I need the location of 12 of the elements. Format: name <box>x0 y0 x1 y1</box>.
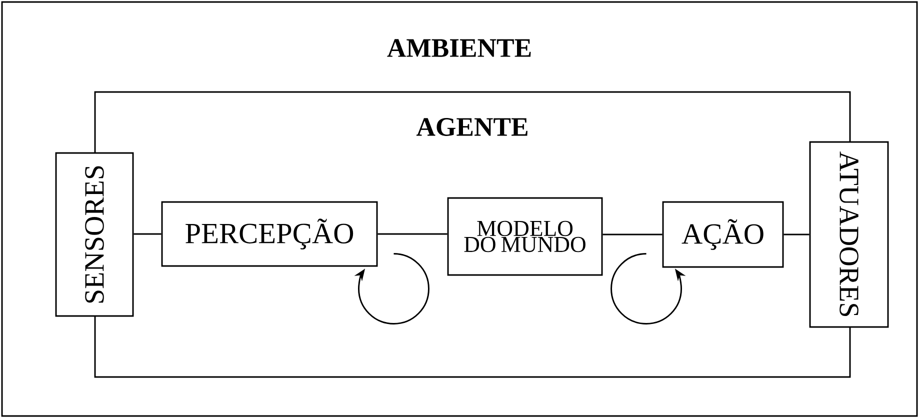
connector-line <box>784 234 810 236</box>
process-box: AÇÃO <box>662 201 784 268</box>
process-box: MODELO DO MUNDO <box>447 197 603 276</box>
process-box: PERCEPÇÃO <box>161 201 378 267</box>
process-box: SENSORES <box>55 152 134 317</box>
box-title: AGENTE <box>416 118 528 136</box>
box-title: AMBIENTE <box>387 39 531 57</box>
process-box: ATUADORES <box>809 141 889 328</box>
connector-line <box>134 233 162 235</box>
connector-line <box>602 234 662 236</box>
loop-arrow <box>354 253 430 324</box>
connector-line <box>378 233 448 235</box>
